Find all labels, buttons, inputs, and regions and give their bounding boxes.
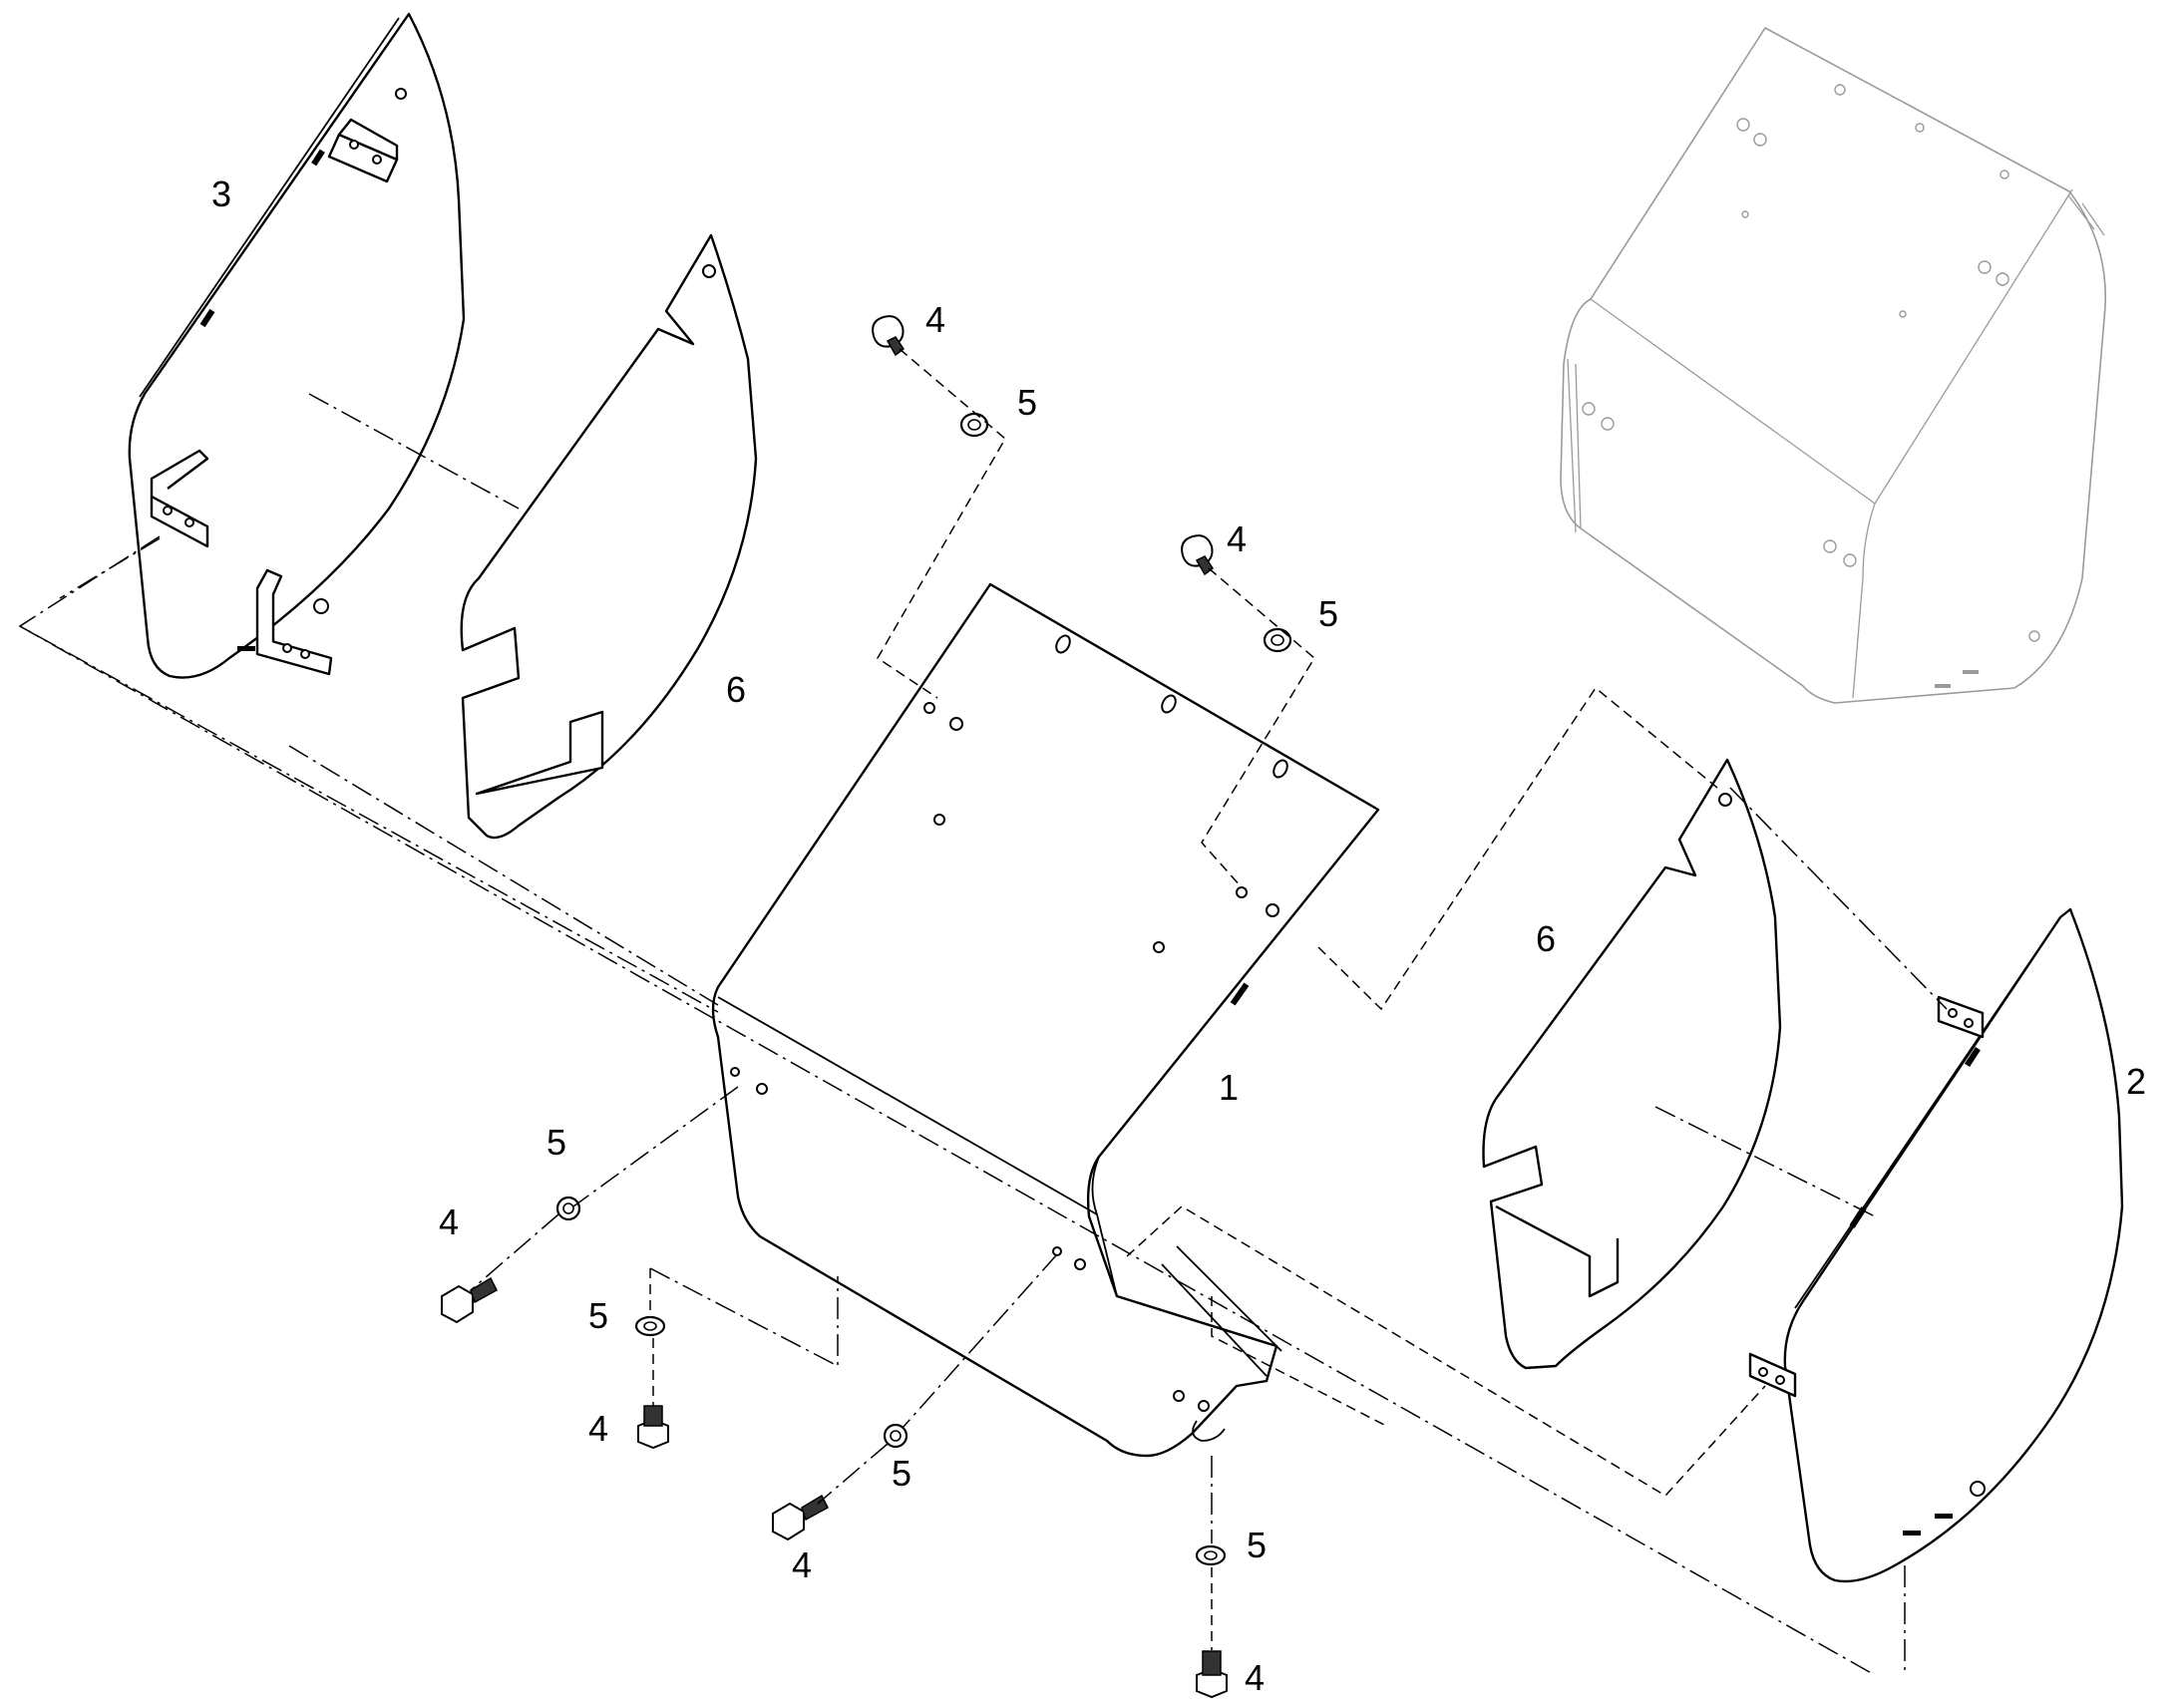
washer-top-a [959,412,989,438]
callout-bolt-top-b: 4 [1227,518,1247,559]
part-1-main-shroud [711,582,1380,1458]
part-3-side-panel [128,12,466,679]
washer-bottom-a [883,1423,908,1449]
callout-bolt-top-a: 4 [925,299,945,340]
callout-part-2: 2 [2126,1061,2146,1102]
washer-left-b [634,1315,666,1337]
callout-bolt-bottom-a: 4 [792,1544,812,1585]
callout-washer-top-b: 5 [1318,593,1338,634]
callout-part-1: 1 [1219,1067,1239,1108]
bolt-left-a [441,1276,498,1324]
bolt-top-a [872,315,906,357]
callout-part-6-left: 6 [726,669,746,710]
washer-bottom-b [1195,1544,1227,1566]
assembled-cover-view [1560,27,2107,704]
bolt-bottom-a [772,1494,829,1541]
bolt-bottom-b [1196,1650,1228,1699]
washer-top-b [1263,627,1292,653]
bolt-left-b [637,1405,669,1450]
bolt-top-b [1181,534,1215,576]
callout-washer-bottom-b: 5 [1247,1525,1267,1565]
part-6-right-liner [1482,758,1782,1370]
callout-labels: 3 6 4 5 4 5 1 6 2 5 4 5 4 5 4 5 4 [211,173,2146,1698]
callout-part-6-right: 6 [1536,918,1556,959]
callout-washer-bottom-a: 5 [892,1453,911,1494]
part-2-side-panel [1748,907,2124,1583]
callout-part-3: 3 [211,173,231,214]
callout-bolt-bottom-b: 4 [1245,1657,1265,1698]
callout-bolt-left-a: 4 [439,1201,459,1242]
callout-washer-top-a: 5 [1017,382,1037,423]
callout-washer-left-a: 5 [546,1122,566,1163]
assembly-guide-lines [18,348,1948,1676]
callout-bolt-left-b: 4 [588,1408,608,1449]
washer-left-a [555,1196,581,1221]
callout-washer-left-b: 5 [588,1295,608,1336]
part-6-left-liner [460,233,758,840]
